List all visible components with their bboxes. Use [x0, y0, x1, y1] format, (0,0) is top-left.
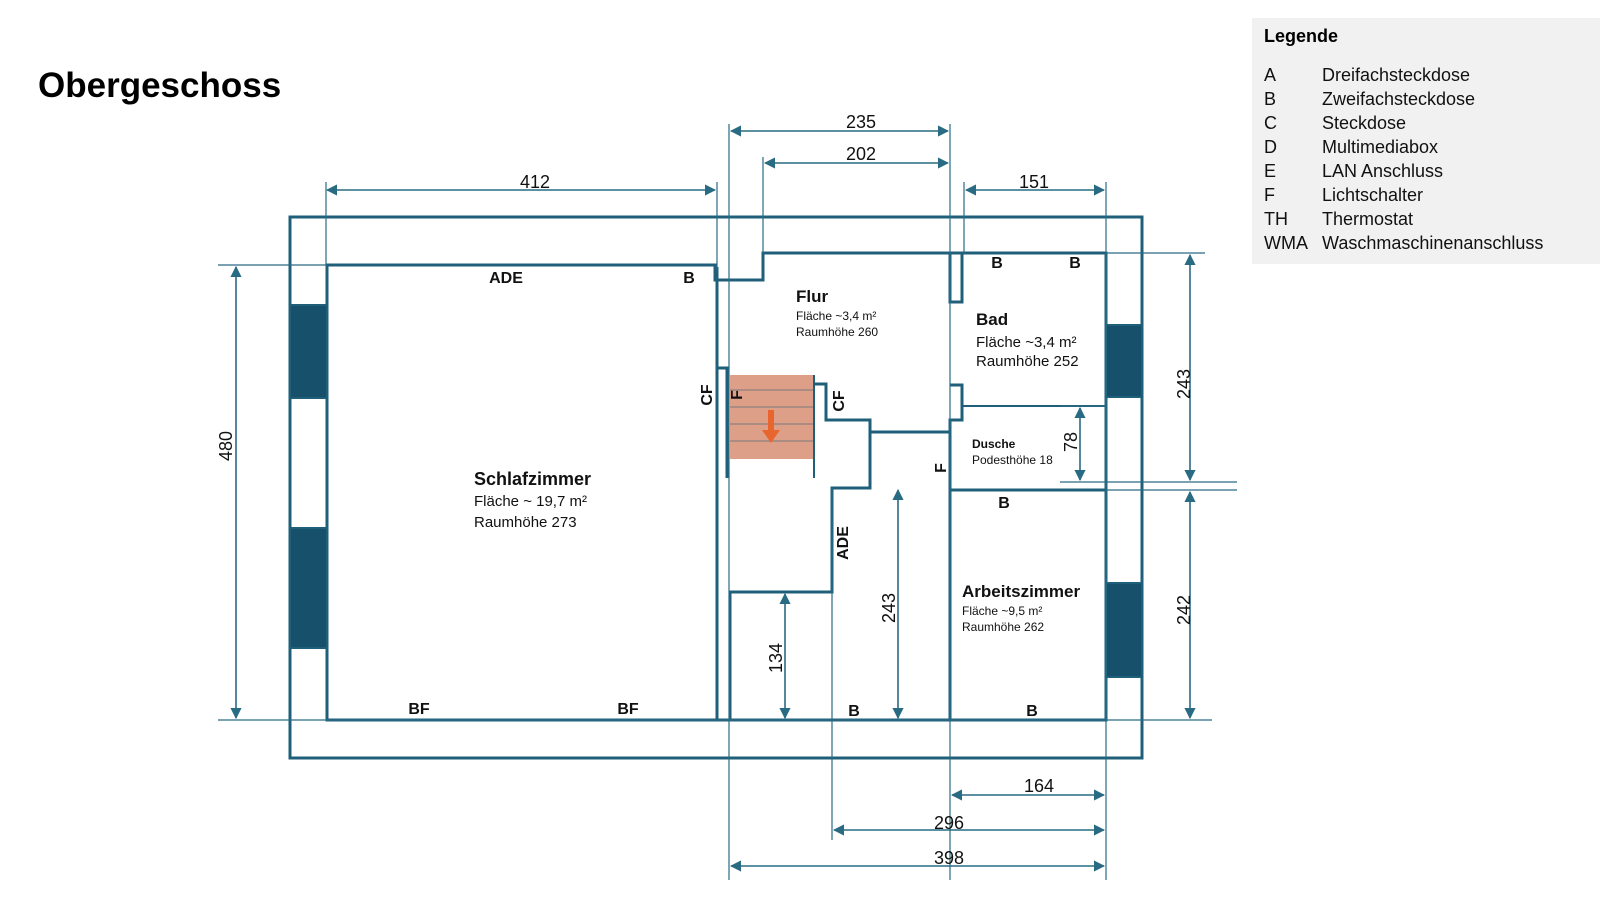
wall-bad-left — [948, 253, 964, 304]
room-height: Raumhöhe 260 — [796, 325, 878, 339]
stair-arrow-icon — [762, 410, 780, 443]
legend-item: E LAN Anschluss — [1264, 159, 1588, 183]
outlet-b-bottom-1: B — [848, 703, 860, 720]
legend-label: Dreifachsteckdose — [1322, 65, 1471, 85]
dim-398: 398 — [934, 848, 964, 868]
legend-code: B — [1264, 89, 1277, 109]
room-name: Schlafzimmer — [474, 469, 591, 489]
legend-panel: Legende A Dreifachsteckdose B Zweifachstec… — [1252, 18, 1600, 264]
outlet-b-top-schlaf: B — [683, 270, 695, 287]
window-left-2 — [289, 527, 328, 649]
outlet-ade-mid: ADE — [835, 526, 852, 560]
legend-code: E — [1264, 161, 1277, 181]
room-arbeitszimmer: Arbeitszimmer Fläche ~9,5 m² Raumhöhe 26… — [962, 582, 1080, 634]
dimension-lines — [230, 125, 1196, 872]
room-height: Raumhöhe 262 — [962, 620, 1044, 634]
outlet-b-arbeit-top: B — [998, 495, 1010, 512]
legend-code: WMA — [1264, 233, 1308, 253]
outlet-b-bad-2: B — [1069, 255, 1081, 272]
room-name: Arbeitszimmer — [962, 582, 1080, 601]
legend-item: D Multimediabox — [1264, 135, 1588, 159]
room-height: Raumhöhe 273 — [474, 514, 577, 531]
dim-164: 164 — [1024, 776, 1054, 796]
dim-296: 296 — [934, 813, 964, 833]
room-dusche: Dusche Podesthöhe 18 — [972, 437, 1053, 467]
legend-label: Lichtschalter — [1322, 185, 1424, 205]
outlet-cf-left: CF — [699, 384, 716, 406]
legend-code: C — [1264, 113, 1277, 133]
outlet-bf-1: BF — [408, 701, 430, 718]
dim-78: 78 — [1061, 432, 1081, 452]
legend-label: Multimediabox — [1322, 137, 1439, 157]
room-area: Fläche ~ 19,7 m² — [474, 493, 587, 510]
outlet-b-bad-1: B — [991, 255, 1003, 272]
legend-code: TH — [1264, 209, 1288, 229]
room-height: Raumhöhe 252 — [976, 353, 1079, 370]
room-name: Bad — [976, 310, 1008, 329]
legend-label: Waschmaschinenanschluss — [1322, 233, 1544, 253]
outlet-f-stair: F — [729, 390, 746, 400]
legend-label: LAN Anschluss — [1322, 161, 1444, 181]
room-bad: Bad Fläche ~3,4 m² Raumhöhe 252 — [976, 310, 1079, 370]
outlet-ade-top: ADE — [489, 270, 523, 287]
room-schlafzimmer: Schlafzimmer Fläche ~ 19,7 m² Raumhöhe 2… — [474, 469, 591, 531]
legend-code: D — [1264, 137, 1277, 157]
legend-code: A — [1264, 65, 1277, 85]
dim-243-mid: 243 — [879, 593, 899, 623]
outer-wall — [288, 215, 1144, 760]
window-arbeit — [1105, 582, 1143, 678]
legend-item: B Zweifachsteckdose — [1264, 87, 1588, 111]
wall-stair-left — [717, 366, 729, 478]
dim-412: 412 — [520, 172, 550, 192]
legend-label: Steckdose — [1322, 113, 1407, 133]
extension-lines — [218, 124, 1237, 880]
legend-label: Zweifachsteckdose — [1322, 89, 1476, 109]
window-bad — [1105, 324, 1143, 398]
wall-bad-door — [948, 383, 1106, 492]
legend-title: Legende — [1264, 26, 1339, 46]
legend-item: TH Thermostat — [1264, 207, 1588, 231]
dim-151: 151 — [1019, 172, 1049, 192]
outlet-b-bottom-2: B — [1026, 703, 1038, 720]
window-left-1 — [289, 304, 328, 399]
room-name: Flur — [796, 287, 828, 306]
outlet-f-bad: F — [933, 463, 950, 473]
room-name: Dusche — [972, 437, 1016, 451]
dim-243-right: 243 — [1174, 369, 1194, 399]
dim-242: 242 — [1174, 595, 1194, 625]
dim-202: 202 — [846, 144, 876, 164]
legend-item: WMA Waschmaschinenanschluss — [1264, 231, 1588, 255]
legend-label: Thermostat — [1322, 209, 1414, 229]
outlet-cf-right: CF — [831, 390, 848, 412]
outlet-bf-2: BF — [617, 701, 639, 718]
legend-item: A Dreifachsteckdose — [1264, 63, 1588, 87]
room-area: Fläche ~3,4 m² — [976, 334, 1076, 351]
dim-134: 134 — [766, 643, 786, 673]
legend-item: C Steckdose — [1264, 111, 1588, 135]
dim-235: 235 — [846, 112, 876, 132]
room-area: Fläche ~9,5 m² — [962, 604, 1042, 618]
wall-flur-lower — [728, 432, 872, 720]
legend-code: F — [1264, 185, 1275, 205]
page-title: Obergeschoss — [38, 66, 282, 105]
room-area: Fläche ~3,4 m² — [796, 309, 876, 323]
wall-stair-right — [813, 382, 950, 434]
room-info: Podesthöhe 18 — [972, 453, 1053, 467]
legend-item: F Lichtschalter — [1264, 183, 1588, 207]
dim-480: 480 — [216, 431, 236, 461]
room-flur: Flur Fläche ~3,4 m² Raumhöhe 260 — [796, 287, 878, 339]
